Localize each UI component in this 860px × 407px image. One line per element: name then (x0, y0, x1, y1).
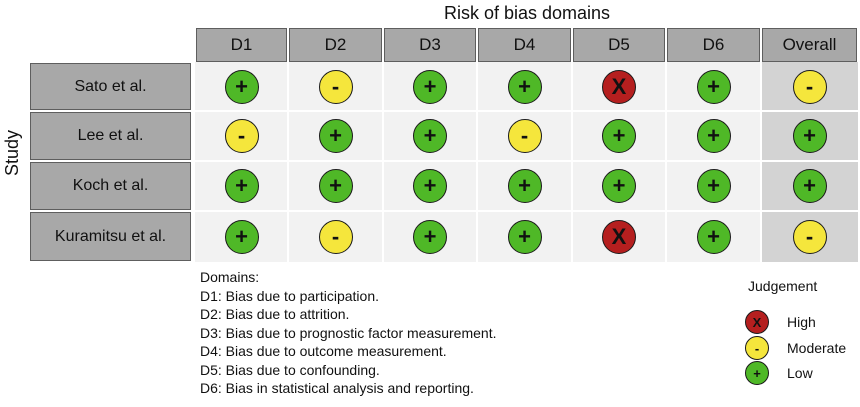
study-row-label: Koch et al. (30, 162, 191, 210)
judgement-low-dot: + (696, 69, 731, 104)
judgement-low-dot: + (224, 219, 259, 254)
study-row-label: Sato et al. (30, 63, 191, 110)
judgement-low-dot: + (792, 119, 827, 153)
domains-legend-item: D4: Bias due to outcome measurement. (200, 343, 447, 359)
column-divider (382, 62, 384, 262)
domains-legend-title: Domains: (200, 269, 260, 285)
judgement-moderate-dot: - (792, 69, 827, 104)
judgement-low-dot: + (224, 69, 259, 104)
domains-legend: Domains: D1: Bias due to participation. … (200, 268, 496, 398)
legend-high-label: High (787, 314, 816, 330)
domains-legend-item: D2: Bias due to attrition. (200, 306, 350, 322)
judgement-low-dot: + (413, 119, 447, 153)
judgement-low-dot: + (507, 169, 542, 203)
judgement-low-dot: + (696, 219, 731, 254)
judgement-low-dot: + (413, 169, 447, 203)
judgement-low-dot: + (696, 169, 731, 203)
judgement-low-dot: + (318, 119, 353, 153)
legend-high-dot: X (745, 310, 769, 334)
row-divider (195, 160, 858, 162)
judgement-low-dot: + (507, 69, 542, 104)
judgement-moderate-dot: - (318, 219, 353, 254)
judgement-moderate-dot: - (792, 219, 827, 254)
judgement-legend-item-low: + Low (745, 359, 813, 387)
row-divider (195, 110, 858, 112)
judgement-low-dot: + (413, 69, 447, 104)
domains-legend-item: D1: Bias due to participation. (200, 287, 379, 304)
judgement-low-dot: + (413, 219, 447, 254)
judgement-low-dot: + (602, 119, 636, 153)
judgement-high-dot: X (602, 219, 636, 254)
judgement-low-dot: + (507, 219, 542, 254)
judgement-low-dot: + (224, 169, 259, 203)
study-row-label: Kuramitsu et al. (30, 212, 191, 261)
column-divider (571, 62, 573, 262)
legend-moderate-dot: - (745, 336, 769, 360)
legend-low-label: Low (787, 365, 813, 381)
judgement-moderate-dot: - (318, 69, 353, 104)
judgement-low-dot: + (696, 119, 731, 153)
column-header-d5: D5 (573, 28, 665, 62)
study-row-label: Lee et al. (30, 112, 191, 160)
domains-legend-item: D3: Bias due to prognostic factor measur… (200, 324, 497, 341)
legend-low-dot: + (745, 361, 769, 385)
column-header-d4: D4 (478, 28, 571, 62)
column-header-overall: Overall (762, 28, 857, 62)
judgement-high-dot: X (602, 69, 636, 104)
judgement-legend-title: Judgement (748, 278, 818, 294)
judgement-low-dot: + (792, 169, 827, 203)
domains-legend-item: D6: Bias in statistical analysis and rep… (200, 380, 474, 396)
row-divider (195, 210, 858, 212)
column-header-d6: D6 (667, 28, 760, 62)
column-header-d1: D1 (196, 28, 287, 62)
judgement-low-dot: + (602, 169, 636, 203)
column-header-d3: D3 (384, 28, 476, 62)
judgement-legend-item-high: X High (745, 308, 816, 336)
column-divider (287, 62, 289, 262)
legend-moderate-label: Moderate (787, 340, 847, 356)
column-divider (476, 62, 478, 262)
judgement-moderate-dot: - (224, 119, 259, 153)
domains-legend-item: D5: Bias due to confounding. (200, 361, 380, 378)
column-divider (760, 62, 762, 262)
grid-background (195, 62, 761, 262)
judgement-legend-item-moderate: - Moderate (745, 334, 846, 362)
judgement-moderate-dot: - (507, 119, 542, 153)
domains-title: Risk of bias domains (443, 3, 611, 23)
judgement-low-dot: + (318, 169, 353, 203)
column-header-d2: D2 (289, 28, 382, 62)
column-divider (665, 62, 667, 262)
